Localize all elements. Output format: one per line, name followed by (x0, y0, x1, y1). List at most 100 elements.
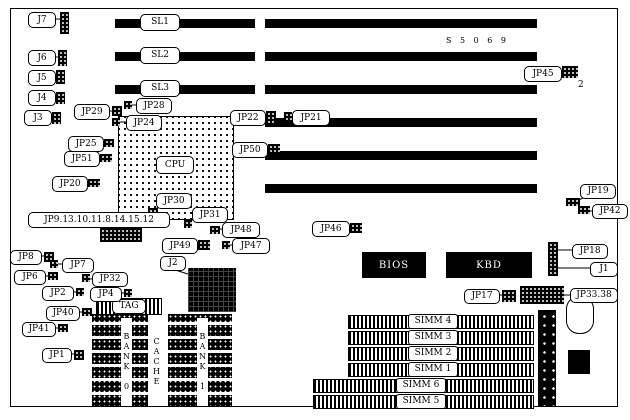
callout-j5: J5 (28, 70, 56, 86)
jp45-pin2-text: 2 (578, 80, 584, 90)
callout-jp2: JP2 (42, 286, 74, 301)
bank0-label: BANK 0 (121, 318, 132, 406)
callout-jp21: JP21 (292, 110, 330, 126)
callout-jp8: JP8 (10, 250, 42, 265)
callout-j3: J3 (24, 110, 52, 126)
cache-bank0-chips (92, 314, 148, 406)
connector-jp47 (222, 241, 230, 249)
connector-jp45 (562, 66, 578, 78)
slot-label-sl2: SL2 (140, 47, 180, 64)
kbd-chip (446, 252, 532, 278)
connector-jp22 (266, 111, 276, 123)
cpu-label: CPU (156, 156, 194, 174)
connector-jp24 (112, 118, 120, 126)
connector-jp31 (184, 220, 192, 228)
board-code-text: S 5 0 6 9 (446, 36, 510, 45)
callout-jp42: JP42 (592, 204, 628, 219)
bank1-label: BANK 1 (197, 318, 208, 406)
callout-jp50: JP50 (232, 142, 268, 158)
callout-jp30: JP30 (156, 193, 192, 209)
simm3-label: SIMM 3 (408, 330, 458, 345)
connector-jp51 (100, 154, 112, 162)
isa-slot-bar-4 (265, 118, 537, 127)
connector-jp48 (210, 226, 220, 234)
power-connector (538, 310, 556, 406)
connector-j6 (58, 50, 67, 66)
callout-j6: J6 (28, 50, 56, 66)
connector-jp21 (284, 112, 292, 122)
callout-jp4: JP4 (90, 287, 122, 302)
isa-slot-bar-1 (265, 19, 537, 28)
simm1-label: SIMM 1 (408, 362, 458, 377)
connector-jp8 (44, 252, 54, 262)
connector-j5 (56, 70, 65, 84)
callout-jp9-group: JP9.13.10.11.8.14.15.12 (28, 212, 170, 228)
qfp-chip (188, 268, 236, 312)
simm4-label: SIMM 4 (408, 314, 458, 329)
cache-label: CACHE (151, 320, 162, 404)
connector-jp29 (112, 106, 122, 116)
isa-slot-bar-2 (265, 52, 537, 61)
connector-jp32 (82, 274, 90, 282)
slot-label-sl1: SL1 (140, 14, 180, 31)
simm5-label: SIMM 5 (396, 394, 446, 409)
callout-jp33-38: JP33.38 (570, 288, 618, 303)
connector-jp46 (350, 223, 362, 233)
simm2-label: SIMM 2 (408, 346, 458, 361)
connector-j3 (52, 112, 61, 124)
slot-label-sl3: SL3 (140, 80, 180, 97)
tag-label: TAG (112, 299, 146, 314)
isa-slot-bar-3 (265, 85, 537, 94)
callout-jp51: JP51 (64, 151, 100, 167)
callout-jp6: JP6 (14, 270, 46, 285)
component-box (568, 350, 590, 374)
callout-jp48: JP48 (222, 222, 260, 238)
connector-jp9-group (100, 228, 142, 242)
callout-jp19: JP19 (580, 184, 616, 199)
callout-j7: J7 (28, 12, 56, 28)
connector-jp6 (48, 272, 58, 280)
isa-slot-bar-6 (265, 184, 537, 193)
connector-jp20 (88, 179, 100, 187)
callout-jp46: JP46 (312, 221, 350, 237)
slot-bar-sl1 (115, 19, 255, 28)
callout-jp22: JP22 (230, 110, 266, 126)
isa-slot-bar-5 (265, 151, 537, 160)
callout-jp7: JP7 (62, 258, 94, 273)
kbd-label: KBD (476, 259, 502, 271)
callout-j1: J1 (590, 262, 618, 277)
connector-jp50 (268, 144, 280, 154)
callout-jp20: JP20 (52, 176, 88, 192)
connector-jp42 (578, 206, 590, 214)
slot-bar-sl2 (115, 52, 255, 61)
connector-j4 (56, 92, 65, 104)
callout-jp49: JP49 (162, 238, 198, 254)
callout-jp45: JP45 (524, 66, 562, 82)
callout-jp28: JP28 (136, 98, 172, 114)
callout-jp25: JP25 (68, 136, 104, 152)
connector-jp40 (82, 308, 92, 316)
connector-jp4 (124, 289, 132, 297)
bios-chip (362, 252, 426, 278)
callout-jp41: JP41 (22, 322, 56, 337)
connector-jp17 (502, 290, 516, 302)
callout-jp29: JP29 (74, 104, 110, 120)
callout-jp1: JP1 (42, 348, 72, 363)
simm6-label: SIMM 6 (396, 378, 446, 393)
connector-jp2 (76, 288, 84, 296)
connector-jp41 (58, 324, 68, 332)
connector-jp1 (74, 350, 84, 360)
bios-label: BIOS (378, 259, 410, 271)
slot-bar-sl3 (115, 85, 255, 94)
callout-jp40: JP40 (46, 306, 80, 321)
callout-j2: J2 (160, 256, 186, 271)
connector-jp33-38 (520, 286, 564, 304)
callout-jp17: JP17 (464, 289, 500, 304)
connector-jp28 (124, 101, 132, 109)
callout-jp24: JP24 (126, 115, 162, 131)
callout-j4: J4 (28, 90, 56, 106)
connector-jp19 (566, 198, 580, 206)
callout-jp18: JP18 (572, 244, 608, 259)
callout-jp32: JP32 (92, 272, 128, 287)
